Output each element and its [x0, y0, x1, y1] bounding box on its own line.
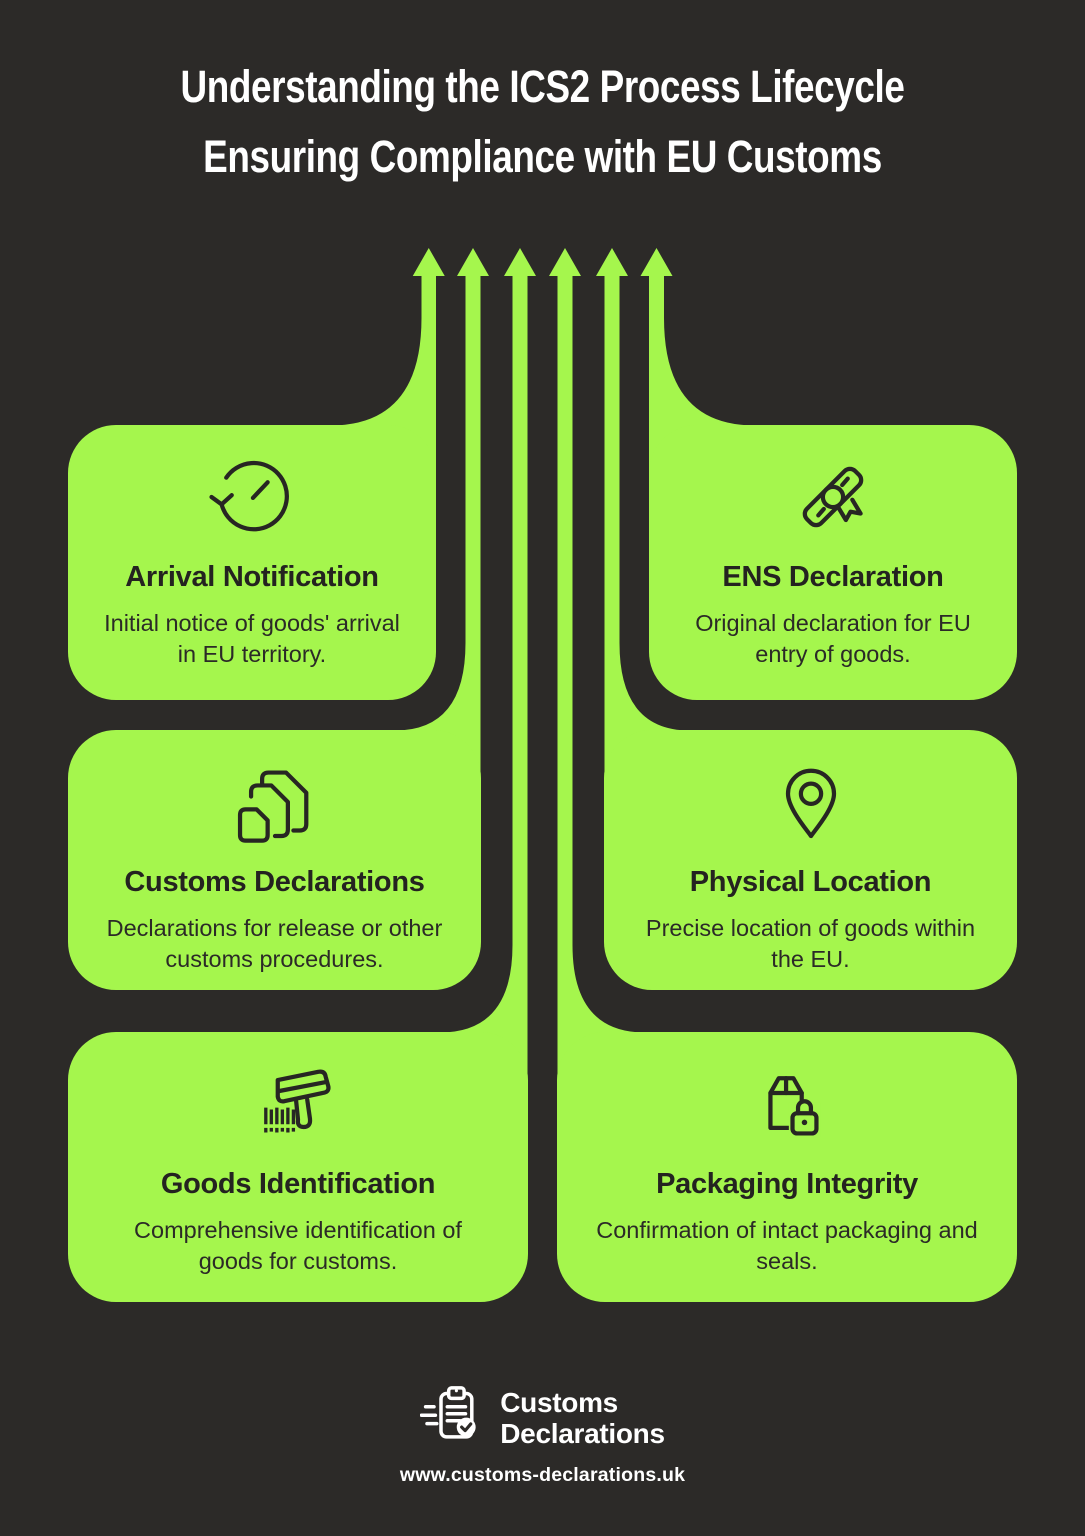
card-description: Original declaration for EU entry of goo…	[695, 610, 971, 667]
location-pin-icon	[765, 756, 857, 848]
card-physical-location: Physical Location Precise location of go…	[604, 730, 1017, 990]
card-goods-identification: Goods Identification Comprehensive ident…	[68, 1032, 528, 1302]
page-title: Understanding the ICS2 Process Lifecycle	[180, 61, 905, 112]
card-title: Physical Location	[689, 866, 932, 898]
brand-name: Customs Declarations	[500, 1387, 665, 1449]
card-description: Precise location of goods within the EU.	[645, 915, 976, 972]
header: Understanding the ICS2 Process Lifecycle…	[0, 52, 1085, 192]
card-packaging-integrity: Packaging Integrity Confirmation of inta…	[557, 1032, 1017, 1302]
card-customs-declarations: Customs Declarations Declarations for re…	[68, 730, 481, 990]
card-description: Declarations for release or other custom…	[106, 915, 443, 972]
brand-name-line2: Declarations	[500, 1418, 665, 1449]
barcode-scanner-icon	[252, 1058, 344, 1150]
card-title: Customs Declarations	[124, 866, 425, 898]
pipe-arrow-5	[596, 248, 690, 800]
card-ens-declaration: ENS Declaration Original declaration for…	[649, 425, 1017, 700]
pipe-arrow-3	[440, 248, 536, 1100]
pipe-arrow-2	[395, 248, 489, 800]
certificate-icon	[787, 451, 879, 543]
card-arrival-notification: Arrival Notification Initial notice of g…	[68, 425, 436, 700]
page-subtitle: Ensuring Compliance with EU Customs	[203, 131, 882, 182]
card-description: Comprehensive identification of goods fo…	[134, 1217, 462, 1274]
package-lock-icon	[741, 1058, 833, 1150]
website-url: www.customs-declarations.uk	[399, 1464, 686, 1486]
history-icon	[206, 451, 298, 543]
brand-logo: Customs Declarations	[0, 1383, 1085, 1453]
card-title: Arrival Notification	[125, 561, 379, 593]
card-title: Goods Identification	[160, 1168, 436, 1200]
pipe-arrow-4	[549, 248, 645, 1100]
brand-name-line1: Customs	[500, 1387, 618, 1418]
documents-icon	[229, 756, 321, 848]
clipboard-check-icon	[419, 1383, 490, 1453]
card-title: ENS Declaration	[722, 561, 944, 593]
card-title: Packaging Integrity	[656, 1168, 918, 1200]
card-description: Confirmation of intact packaging and sea…	[596, 1217, 978, 1274]
card-description: Initial notice of goods' arrival in EU t…	[104, 610, 400, 667]
